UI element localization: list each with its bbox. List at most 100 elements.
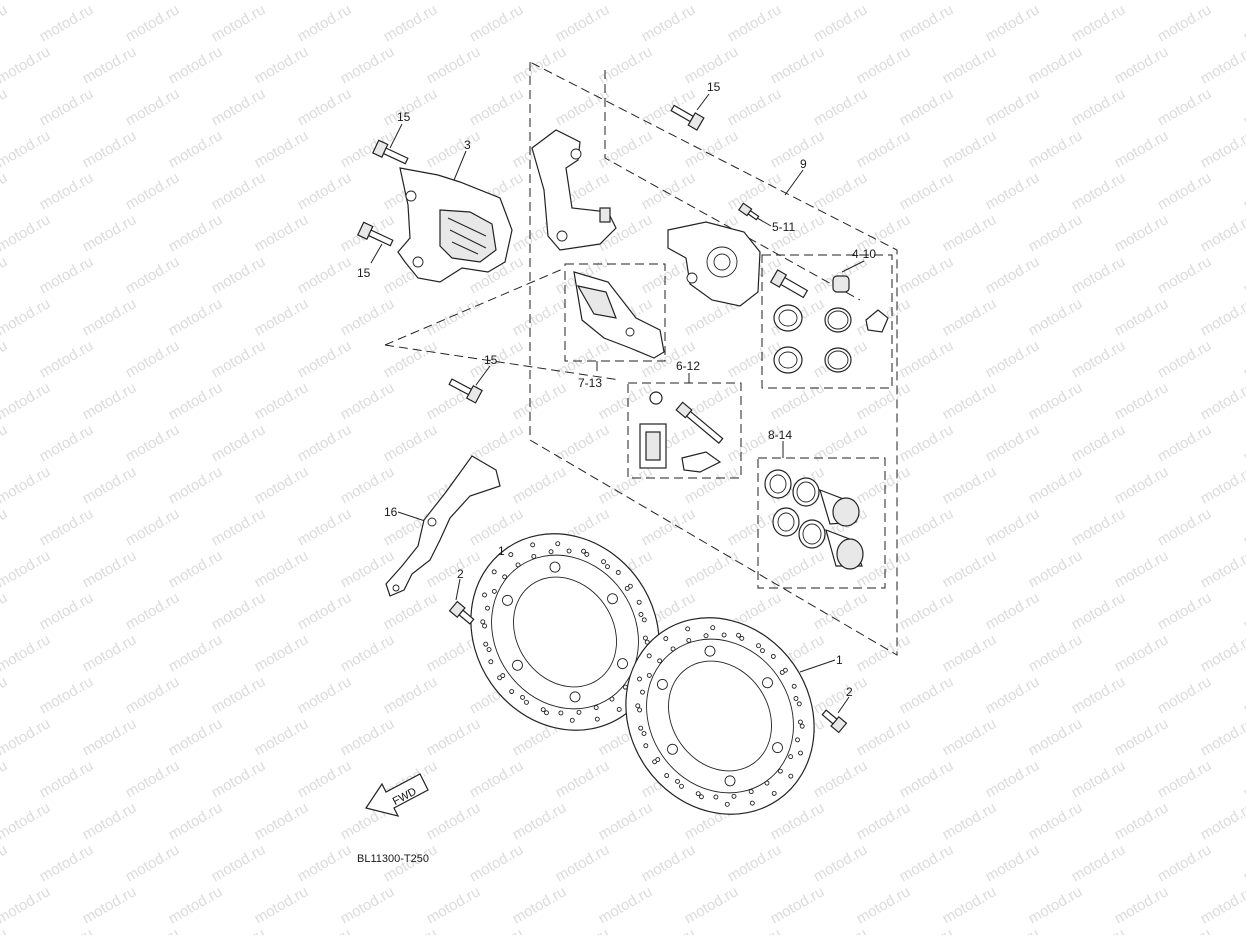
watermark-text: motod.ru bbox=[1155, 673, 1215, 717]
watermark-text: motod.ru bbox=[252, 379, 312, 423]
watermark-text: motod.ru bbox=[983, 673, 1043, 717]
watermark-text: motod.ru bbox=[1155, 337, 1215, 381]
watermark-text: motod.ru bbox=[123, 253, 183, 297]
callout-15-middle: 15 bbox=[484, 353, 498, 367]
watermark-text: motod.ru bbox=[1155, 85, 1215, 129]
watermark-text: motod.ru bbox=[166, 379, 226, 423]
watermark-text: motod.ru bbox=[80, 211, 140, 255]
watermark-text: motod.ru bbox=[424, 127, 484, 171]
watermark-text: motod.ru bbox=[166, 883, 226, 927]
watermark-text: motod.ru bbox=[37, 841, 97, 885]
watermark-text: motod.ru bbox=[252, 883, 312, 927]
watermark-text: motod.ru bbox=[940, 883, 1000, 927]
watermark-text: motod.ru bbox=[37, 673, 97, 717]
watermark-text: motod.ru bbox=[252, 127, 312, 171]
watermark-text: motod.ru bbox=[811, 673, 871, 717]
watermark-text: motod.ru bbox=[1069, 589, 1129, 633]
watermark-text: motod.ru bbox=[1026, 211, 1086, 255]
watermark-text: motod.ru bbox=[338, 379, 398, 423]
watermark-text: motod.ru bbox=[1198, 211, 1246, 255]
watermark-text: motod.ru bbox=[811, 85, 871, 129]
watermark-text: motod.ru bbox=[1155, 1, 1215, 45]
callout-6-12: 6-12 bbox=[676, 359, 700, 373]
watermark-text: motod.ru bbox=[381, 337, 441, 381]
watermark-text: motod.ru bbox=[209, 1, 269, 45]
watermark-text: motod.ru bbox=[0, 379, 53, 423]
watermark-text: motod.ru bbox=[209, 589, 269, 633]
watermark-text: motod.ru bbox=[553, 1, 613, 45]
watermark-text: motod.ru bbox=[1155, 169, 1215, 213]
watermark-text: motod.ru bbox=[510, 43, 570, 87]
watermark-text: motod.ru bbox=[811, 925, 871, 935]
watermark-text: motod.ru bbox=[1112, 883, 1172, 927]
watermark-text: motod.ru bbox=[682, 883, 742, 927]
watermark-text: motod.ru bbox=[1069, 505, 1129, 549]
callout-1-right: 1 bbox=[836, 653, 843, 667]
watermark-text: motod.ru bbox=[940, 799, 1000, 843]
diagram-code: BL11300-T250 bbox=[357, 853, 429, 865]
watermark-text: motod.ru bbox=[639, 1, 699, 45]
watermark-text: motod.ru bbox=[639, 505, 699, 549]
watermark-text: motod.ru bbox=[80, 127, 140, 171]
watermark-text: motod.ru bbox=[1026, 295, 1086, 339]
watermark-text: motod.ru bbox=[897, 505, 957, 549]
callout-15-caliper-bottom: 15 bbox=[357, 266, 371, 280]
watermark-text: motod.ru bbox=[295, 589, 355, 633]
watermark-text: motod.ru bbox=[940, 295, 1000, 339]
watermark-text: motod.ru bbox=[811, 421, 871, 465]
watermark-text: motod.ru bbox=[295, 925, 355, 935]
watermark-text: motod.ru bbox=[252, 799, 312, 843]
watermark-text: motod.ru bbox=[0, 673, 10, 717]
watermark-text: motod.ru bbox=[510, 295, 570, 339]
watermark-text: motod.ru bbox=[1198, 715, 1246, 759]
watermark-text: motod.ru bbox=[1241, 925, 1246, 935]
watermark-text: motod.ru bbox=[424, 295, 484, 339]
watermark-text: motod.ru bbox=[1241, 337, 1246, 381]
watermark-text: motod.ru bbox=[123, 421, 183, 465]
watermark-text: motod.ru bbox=[897, 169, 957, 213]
watermark-text: motod.ru bbox=[1198, 547, 1246, 591]
watermark-text: motod.ru bbox=[725, 169, 785, 213]
watermark-text: motod.ru bbox=[80, 547, 140, 591]
callout-9: 9 bbox=[800, 157, 807, 171]
watermark-text: motod.ru bbox=[897, 673, 957, 717]
watermark-text: motod.ru bbox=[1241, 505, 1246, 549]
watermark-text: motod.ru bbox=[1112, 547, 1172, 591]
watermark-text: motod.ru bbox=[209, 757, 269, 801]
watermark-text: motod.ru bbox=[897, 1, 957, 45]
watermark-text: motod.ru bbox=[209, 505, 269, 549]
watermark-text: motod.ru bbox=[295, 169, 355, 213]
watermark-text: motod.ru bbox=[1198, 883, 1246, 927]
watermark-text: motod.ru bbox=[1241, 589, 1246, 633]
watermark-text: motod.ru bbox=[1069, 925, 1129, 935]
watermark-text: motod.ru bbox=[1026, 547, 1086, 591]
watermark-text: motod.ru bbox=[1112, 295, 1172, 339]
watermark-text: motod.ru bbox=[0, 253, 10, 297]
watermark-text: motod.ru bbox=[897, 421, 957, 465]
watermark-text: motod.ru bbox=[0, 715, 53, 759]
watermark-text: motod.ru bbox=[295, 253, 355, 297]
watermark-text: motod.ru bbox=[37, 421, 97, 465]
watermark-text: motod.ru bbox=[983, 169, 1043, 213]
watermark-text: motod.ru bbox=[467, 85, 527, 129]
watermark-text: motod.ru bbox=[1026, 799, 1086, 843]
watermark-text: motod.ru bbox=[424, 715, 484, 759]
watermark-text: motod.ru bbox=[1241, 253, 1246, 297]
watermark-text: motod.ru bbox=[897, 841, 957, 885]
watermark-text: motod.ru bbox=[338, 715, 398, 759]
watermark-text: motod.ru bbox=[768, 43, 828, 87]
watermark-text: motod.ru bbox=[0, 211, 53, 255]
watermark-text: motod.ru bbox=[1241, 1, 1246, 45]
watermark-text: motod.ru bbox=[0, 421, 10, 465]
watermark-text: motod.ru bbox=[596, 43, 656, 87]
watermark-text: motod.ru bbox=[1155, 841, 1215, 885]
watermark-text: motod.ru bbox=[80, 883, 140, 927]
watermark-text: motod.ru bbox=[897, 925, 957, 935]
watermark-text: motod.ru bbox=[37, 337, 97, 381]
watermark-text: motod.ru bbox=[639, 841, 699, 885]
watermark-text: motod.ru bbox=[252, 211, 312, 255]
watermark-text: motod.ru bbox=[1112, 463, 1172, 507]
watermark-text: motod.ru bbox=[37, 253, 97, 297]
watermark-text: motod.ru bbox=[37, 757, 97, 801]
